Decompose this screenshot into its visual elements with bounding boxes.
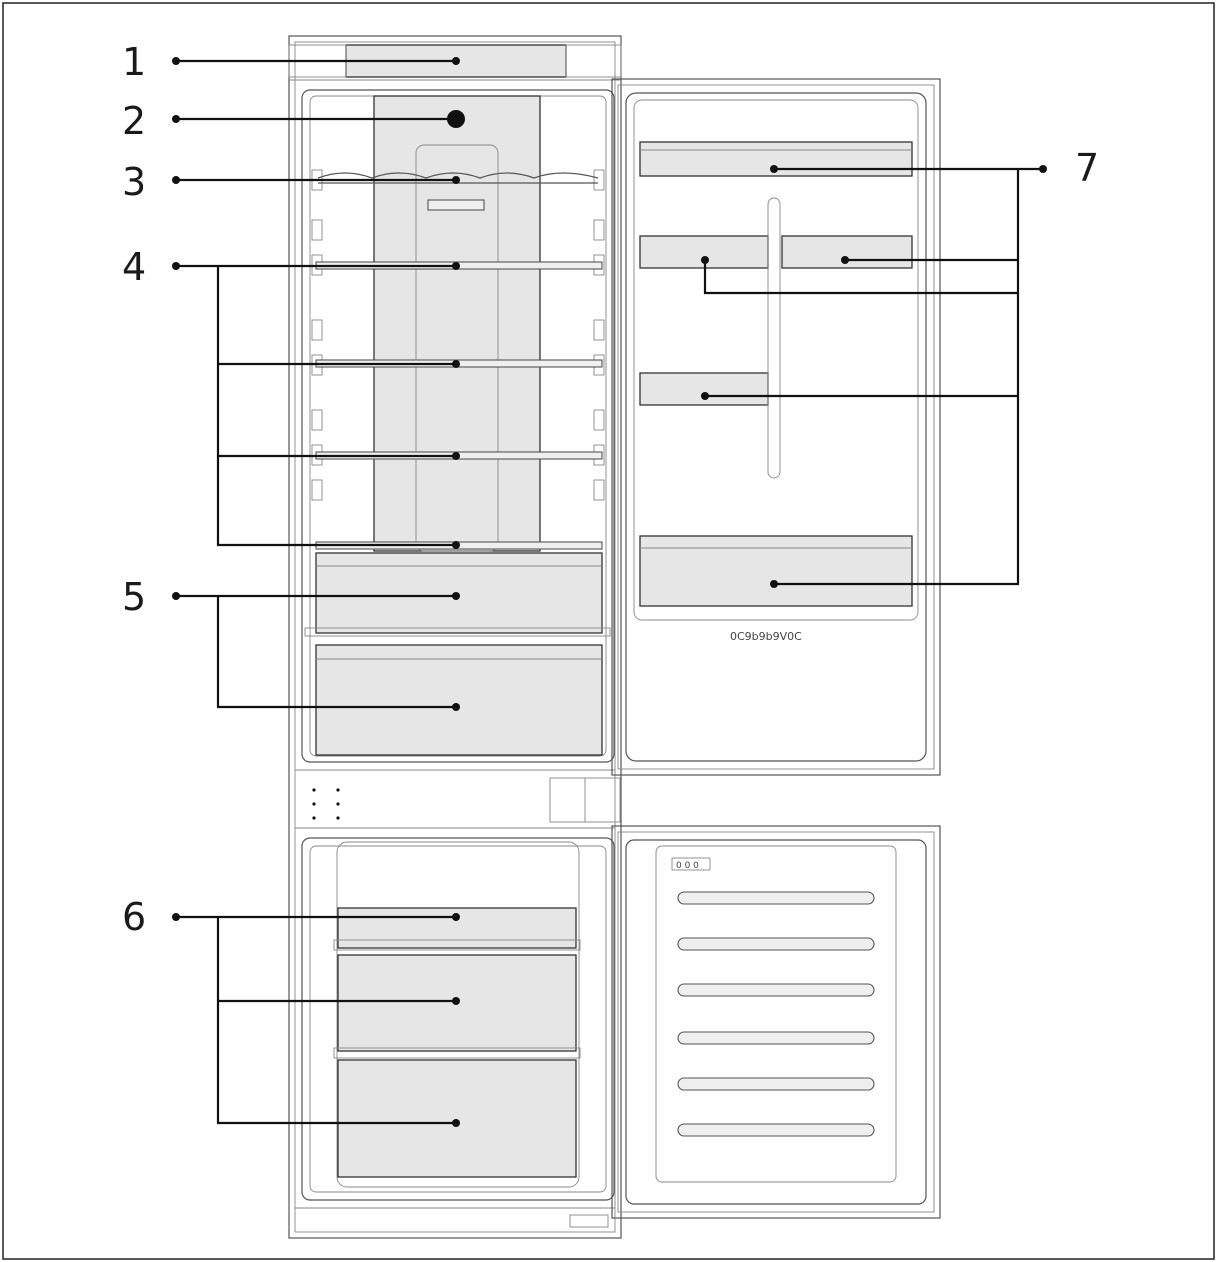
callout-6: 6 [122,895,146,939]
freezer-door: 0 0 0 [611,825,941,1219]
mid-divider [295,769,621,829]
door-bin [639,535,913,607]
freezer-compartment [295,837,615,1228]
callout-5: 5 [122,575,146,619]
door-bin [639,372,769,406]
callout-1: 1 [122,40,146,84]
door-marking: 0C9b9b9V0C [730,630,802,643]
callout-2: 2 [122,99,146,143]
freezer-drawer [337,1059,577,1178]
crisper-drawer [315,552,603,634]
duct-vent [427,199,485,211]
callout-7: 7 [1075,146,1099,190]
wine-rack [317,172,599,179]
callout-lines [172,57,1047,1127]
fridge-door: 0C9b9b9V0C [611,78,941,776]
fridge-compartment [301,89,615,763]
callout-3: 3 [122,160,146,204]
callout-4: 4 [122,245,146,289]
rear-air-duct [373,95,541,552]
callout-numbers: 1 2 3 4 5 6 7 [122,40,1099,939]
crisper-drawer [315,644,603,756]
freezer-label: 0 0 0 [676,861,699,871]
